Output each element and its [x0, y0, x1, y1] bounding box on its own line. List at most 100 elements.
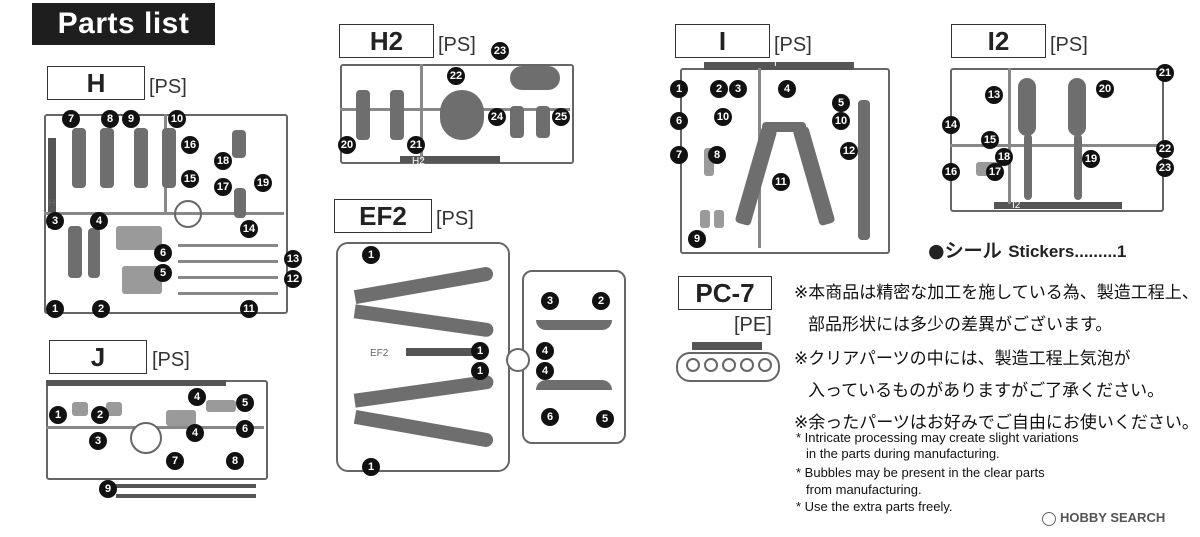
part-number-badge: 15	[981, 131, 999, 149]
runner-h-material: [PS]	[149, 76, 187, 98]
part-number-badge: 13	[284, 250, 302, 268]
part-number-badge: 3	[729, 80, 747, 98]
runner-h2-frame: H2	[340, 60, 576, 168]
runner-i-label: I	[774, 58, 777, 69]
part-number-badge: 19	[1082, 150, 1100, 168]
note-en-4: from manufacturing.	[806, 482, 922, 497]
part-number-badge: 4	[186, 424, 204, 442]
note-en-5: * Use the extra parts freely.	[796, 499, 953, 514]
part-number-badge: 1	[670, 80, 688, 98]
runner-ef2-material: [PS]	[436, 208, 474, 230]
runner-h2-code: H2	[339, 24, 434, 58]
runner-h2-label: H2	[412, 156, 425, 167]
part-number-badge: 6	[541, 408, 559, 426]
runner-h-frame: H	[44, 108, 296, 316]
part-number-badge: 6	[154, 244, 172, 262]
part-number-badge: 16	[181, 136, 199, 154]
part-number-badge: 14	[942, 116, 960, 134]
part-number-badge: 1	[46, 300, 64, 318]
parts-list-title: Parts list	[32, 3, 215, 45]
part-number-badge: 2	[710, 80, 728, 98]
part-number-badge: 24	[488, 108, 506, 126]
part-number-badge: 22	[447, 67, 465, 85]
hobby-search-logo-icon	[1042, 511, 1056, 526]
watermark-text: HOBBY SEARCH	[1060, 510, 1166, 525]
part-number-badge: 4	[778, 80, 796, 98]
runner-h2-material: [PS]	[438, 34, 476, 56]
stickers-label-en: Stickers.........1	[1008, 242, 1127, 261]
part-number-badge: 1	[362, 458, 380, 476]
part-number-badge: 12	[840, 142, 858, 160]
stickers-count: ●シール Stickers.........1	[928, 236, 1126, 263]
part-number-badge: 8	[101, 110, 119, 128]
part-number-badge: 4	[188, 388, 206, 406]
note-jp-5: ※余ったパーツはお好みでご自由にお使いください。	[794, 413, 1199, 433]
runner-pc7-code: PC-7	[678, 276, 772, 310]
part-number-badge: 11	[240, 300, 258, 318]
part-number-badge: 3	[541, 292, 559, 310]
part-number-badge: 22	[1156, 140, 1174, 158]
part-number-badge: 13	[985, 86, 1003, 104]
stickers-label-jp: ●シール	[928, 240, 1002, 262]
part-number-badge: 23	[1156, 159, 1174, 177]
part-number-badge: 10	[168, 110, 186, 128]
runner-h-code: H	[47, 66, 145, 100]
runner-i2-label: I2	[1012, 200, 1021, 211]
part-number-badge: 21	[407, 136, 425, 154]
part-number-badge: 25	[552, 108, 570, 126]
part-number-badge: 8	[708, 146, 726, 164]
part-number-badge: 23	[491, 42, 509, 60]
part-number-badge: 17	[214, 178, 232, 196]
part-number-badge: 15	[181, 170, 199, 188]
part-number-badge: 3	[46, 212, 64, 230]
part-number-badge: 5	[236, 394, 254, 412]
runner-ef2-code: EF2	[334, 199, 432, 233]
part-number-badge: 4	[536, 342, 554, 360]
part-number-badge: 3	[89, 432, 107, 450]
part-number-badge: 2	[92, 300, 110, 318]
part-number-badge: 1	[362, 246, 380, 264]
part-number-badge: 2	[91, 406, 109, 424]
note-jp-2: 部品形状には多少の差異がございます。	[808, 315, 1113, 335]
part-number-badge: 7	[670, 146, 688, 164]
part-number-badge: 4	[90, 212, 108, 230]
part-number-badge: 18	[214, 152, 232, 170]
runner-j-frame	[46, 380, 270, 520]
part-number-badge: 2	[592, 292, 610, 310]
note-jp-1: ※本商品は精密な加工を施している為、製造工程上、	[794, 283, 1199, 303]
part-number-badge: 11	[772, 173, 790, 191]
part-number-badge: 10	[714, 108, 732, 126]
runner-ef2-frame: EF2	[336, 240, 632, 480]
part-number-badge: 8	[226, 452, 244, 470]
part-number-badge: 10	[832, 112, 850, 130]
part-number-badge: 9	[688, 230, 706, 248]
runner-ef2-label: EF2	[370, 348, 389, 359]
part-number-badge: 1	[471, 342, 489, 360]
note-en-2: in the parts during manufacturing.	[806, 446, 1000, 461]
note-jp-4: 入っているものがありますがご了承ください。	[808, 381, 1165, 401]
runner-i2-material: [PS]	[1050, 34, 1088, 56]
part-number-badge: 17	[986, 163, 1004, 181]
part-number-badge: 6	[670, 112, 688, 130]
runner-i-code: I	[675, 24, 770, 58]
part-number-badge: 5	[596, 410, 614, 428]
part-number-badge: 21	[1156, 64, 1174, 82]
part-number-badge: 1	[49, 406, 67, 424]
part-number-badge: 6	[236, 420, 254, 438]
part-number-badge: 5	[154, 264, 172, 282]
part-number-badge: 20	[1096, 80, 1114, 98]
note-en-3: * Bubbles may be present in the clear pa…	[796, 465, 1045, 480]
note-jp-3: ※クリアパーツの中には、製造工程上気泡が	[794, 349, 1131, 369]
runner-j-code: J	[49, 340, 147, 374]
part-number-badge: 19	[254, 174, 272, 192]
runner-i-material: [PS]	[774, 34, 812, 56]
runner-h-label: H	[48, 198, 56, 209]
runner-j-material: [PS]	[152, 349, 190, 371]
part-number-badge: 5	[832, 94, 850, 112]
part-number-badge: 20	[338, 136, 356, 154]
part-number-badge: 14	[240, 220, 258, 238]
part-number-badge: 1	[471, 362, 489, 380]
runner-pc7-frame	[676, 342, 784, 384]
runner-i2-code: I2	[951, 24, 1046, 58]
runner-pc7-material: [PE]	[734, 314, 772, 336]
